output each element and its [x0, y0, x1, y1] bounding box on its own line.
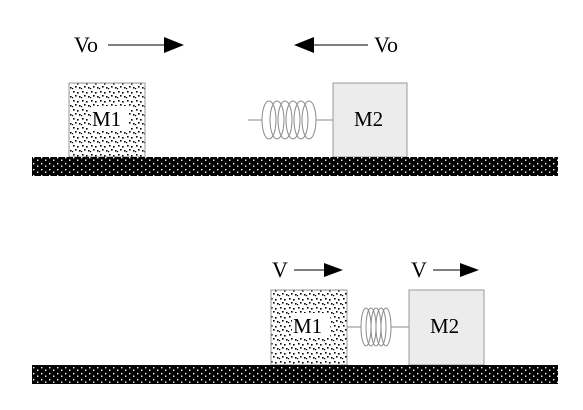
top-m1-velocity-label: Vo: [74, 32, 98, 57]
top-scene: Vo Vo M1 M2: [32, 32, 558, 176]
top-spring: [248, 100, 333, 140]
bottom-m2-block: M2: [408, 289, 485, 366]
bottom-m2-velocity-arrow: V: [411, 257, 479, 282]
bottom-m1-block: M1: [270, 289, 348, 366]
top-m2-velocity-arrow: Vo: [294, 32, 398, 57]
bottom-m1-label: M1: [293, 314, 322, 338]
top-m2-block: M2: [332, 82, 408, 158]
bottom-spring: [347, 307, 409, 347]
bottom-m2-velocity-label: V: [411, 257, 427, 282]
arrow-left-icon: [294, 37, 314, 53]
top-ground: [32, 157, 558, 176]
top-m1-label: M1: [92, 107, 121, 131]
top-m2-label: M2: [354, 107, 383, 131]
arrow-right-icon: [460, 263, 479, 277]
arrow-right-icon: [164, 37, 184, 53]
top-m1-velocity-arrow: Vo: [74, 32, 184, 57]
bottom-m1-velocity-label: V: [272, 257, 288, 282]
top-m1-block: M1: [68, 82, 146, 158]
top-m2-velocity-label: Vo: [374, 32, 398, 57]
bottom-ground: [32, 365, 558, 384]
bottom-m2-label: M2: [430, 314, 459, 338]
bottom-m1-velocity-arrow: V: [272, 257, 343, 282]
arrow-right-icon: [324, 263, 343, 277]
bottom-scene: V V M1 M2: [32, 257, 558, 384]
